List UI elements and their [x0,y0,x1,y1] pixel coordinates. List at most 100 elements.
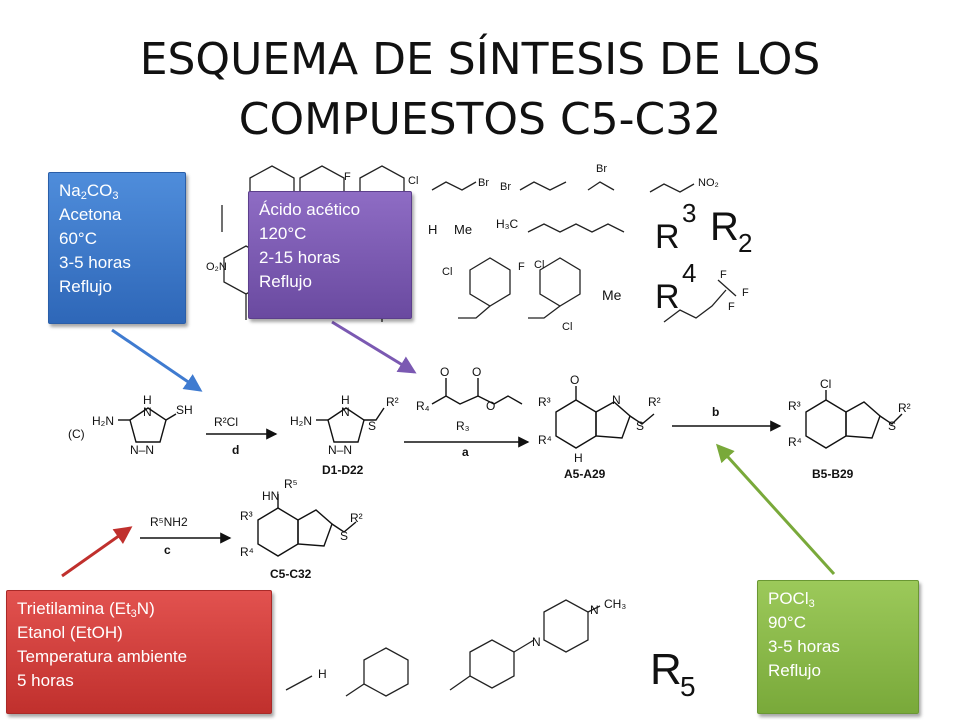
svg-text:R³: R³ [538,395,551,409]
svg-text:H₂N: H₂N [92,414,114,428]
svg-text:Cl: Cl [442,266,452,278]
condition-time: 5 horas [17,671,74,690]
svg-text:4: 4 [682,258,696,288]
svg-text:Br: Br [478,177,489,189]
svg-text:Me: Me [602,287,622,303]
svg-text:R: R [655,278,680,316]
svg-text:N–N: N–N [130,443,154,457]
condition-time: 3-5 horas [59,253,131,272]
condition-reagent: Ácido acético [259,200,361,219]
svg-text:S: S [340,529,348,543]
svg-text:(C): (C) [68,427,85,441]
svg-text:H: H [428,222,437,237]
r5-substituents [285,599,601,697]
svg-text:R²: R² [898,401,911,415]
condition-mode: Reflujo [259,272,312,291]
svg-text:NO₂: NO₂ [698,177,719,189]
condition-time: 3-5 horas [768,637,840,656]
condition-temperature: 120°C [259,224,307,243]
svg-text:N: N [143,405,152,419]
svg-text:R⁴: R⁴ [788,435,802,449]
conditions-box-triethylamine: Trietilamina (Et3N) Etanol (EtOH) Temper… [6,590,272,714]
svg-text:R: R [650,645,682,694]
svg-text:R⁴: R⁴ [240,545,254,559]
svg-text:R₃: R₃ [456,419,470,433]
svg-text:S: S [368,419,376,433]
svg-text:O: O [440,365,449,379]
svg-text:H₃C: H₃C [496,217,519,231]
condition-time: 2-15 horas [259,248,341,267]
svg-text:N: N [341,405,350,419]
condition-mode: Reflujo [59,277,112,296]
svg-text:R²: R² [648,395,661,409]
svg-text:N–N: N–N [328,443,352,457]
reaction-row-1 [118,378,903,449]
svg-text:H: H [574,451,583,465]
svg-text:O: O [486,399,495,413]
condition-solvent: Etanol (EtOH) [17,623,123,642]
svg-text:R⁴: R⁴ [538,433,552,447]
svg-text:S: S [888,419,896,433]
svg-text:R₄: R₄ [416,399,430,413]
r5-atom-labels: H N N CH₃ [318,597,626,681]
svg-text:R²: R² [350,511,363,525]
svg-text:S: S [636,419,644,433]
svg-text:R²: R² [386,395,399,409]
condition-temperature: Temperatura ambiente [17,647,188,666]
svg-text:Cl: Cl [408,175,418,187]
svg-text:O: O [570,373,579,387]
condition-mode: Reflujo [768,661,821,680]
conditions-box-na2co3: Na2CO3 Acetona 60°C 3-5 horas Reflujo [48,172,186,324]
slide-title: ESQUEMA DE SÍNTESIS DE LOS COMPUESTOS C5… [0,30,960,150]
svg-text:F: F [742,287,749,299]
svg-text:5: 5 [680,671,696,702]
svg-text:F: F [344,171,351,183]
svg-text:N: N [590,603,599,617]
svg-text:N: N [612,393,621,407]
svg-text:Cl: Cl [562,321,572,333]
conditions-box-pocl3: POCl3 90°C 3-5 horas Reflujo [757,580,919,714]
conditions-box-acetic-acid: Ácido acético 120°C 2-15 horas Reflujo [248,191,412,319]
svg-text:R: R [655,218,680,256]
svg-text:C5-C32: C5-C32 [270,567,312,581]
svg-text:Cl: Cl [820,377,831,391]
svg-text:F: F [518,261,525,273]
reaction-row-2 [140,494,357,557]
svg-text:Br: Br [500,181,511,193]
svg-text:R: R [710,205,739,249]
condition-temperature: 60°C [59,229,97,248]
svg-text:N: N [532,635,541,649]
red-callout-arrow [61,526,133,578]
svg-text:D1-D22: D1-D22 [322,463,364,477]
svg-text:F: F [720,269,727,281]
svg-text:Br: Br [596,163,607,175]
svg-text:2: 2 [738,228,752,258]
svg-text:Me: Me [454,222,472,237]
blue-callout-arrow [111,328,203,392]
title-line-1: ESQUEMA DE SÍNTESIS DE LOS [139,34,821,85]
svg-text:CH₃: CH₃ [604,597,626,611]
svg-text:3: 3 [682,198,696,228]
condition-solvent: Acetona [59,205,122,224]
r5-label: R 5 [650,645,696,702]
svg-text:H₂N: H₂N [290,414,312,428]
svg-text:SH: SH [176,403,193,417]
svg-text:c: c [164,543,171,557]
reaction-row-1-labels: (C) H₂N HN SH N–N R²Cl d H₂N HN S R² N–N… [68,365,911,481]
svg-text:A5-A29: A5-A29 [564,467,606,481]
svg-text:HN: HN [262,489,279,503]
svg-text:F: F [728,301,735,313]
svg-text:H: H [143,393,152,407]
svg-text:H: H [341,393,350,407]
title-line-2: COMPUESTOS C5-C32 [238,94,722,145]
svg-text:B5-B29: B5-B29 [812,467,854,481]
svg-text:R³: R³ [788,399,801,413]
svg-text:Cl: Cl [534,259,544,271]
svg-text:R⁵: R⁵ [284,477,298,491]
substituent-atom-labels: F Cl Br Br Br NO₂ H Me H₃C O₂N Cl F Cl C… [206,163,749,333]
svg-text:b: b [712,405,719,419]
svg-text:a: a [462,445,469,459]
green-callout-arrow [715,443,836,576]
